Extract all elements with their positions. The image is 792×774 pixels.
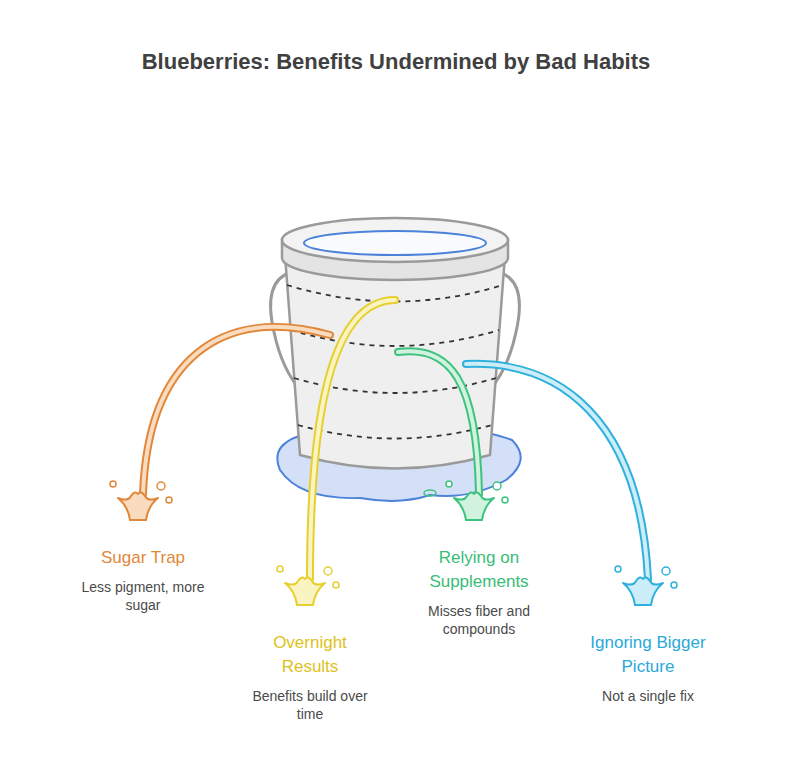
- droplet: [662, 567, 670, 575]
- droplet: [502, 497, 508, 503]
- droplet: [615, 566, 621, 572]
- droplet: [333, 582, 339, 588]
- water-level-line: [298, 425, 492, 439]
- item-heading: Overnight Results: [245, 631, 375, 679]
- item-description: Less pigment, more sugar: [76, 578, 211, 614]
- item-description: Not a single fix: [581, 687, 716, 705]
- splash-icon: [53, 470, 233, 532]
- droplet: [277, 566, 283, 572]
- leak-stream: [398, 351, 479, 494]
- splash-icon: [389, 470, 569, 532]
- leak-item: Relying on SupplementsMisses fiber and c…: [389, 470, 569, 638]
- splash: [454, 492, 494, 520]
- item-heading: Relying on Supplements: [414, 546, 544, 594]
- bucket-rim-top: [282, 218, 508, 262]
- leak-item: Overnight ResultsBenefits build over tim…: [220, 555, 400, 723]
- leak-stream: [466, 364, 648, 579]
- droplet: [324, 567, 332, 575]
- item-heading: Sugar Trap: [78, 546, 208, 570]
- leak-stream: [398, 351, 479, 494]
- leak-stream: [310, 300, 395, 579]
- ripple: [424, 490, 436, 496]
- leak-stream: [143, 327, 330, 494]
- diagram-title: Blueberries: Benefits Undermined by Bad …: [0, 48, 792, 76]
- droplet: [446, 481, 452, 487]
- item-description: Benefits build over time: [243, 687, 378, 723]
- droplet: [493, 482, 501, 490]
- splash-icon: [558, 555, 738, 617]
- splash: [285, 577, 325, 605]
- leak-stream: [466, 364, 648, 579]
- leak-item: Ignoring Bigger PictureNot a single fix: [558, 555, 738, 705]
- droplet: [671, 582, 677, 588]
- leak-stream: [310, 300, 395, 579]
- water-surface: [304, 231, 486, 255]
- leak-item: Sugar TrapLess pigment, more sugar: [53, 470, 233, 614]
- droplet: [110, 481, 116, 487]
- item-description: Misses fiber and compounds: [412, 602, 547, 638]
- splash: [118, 492, 158, 520]
- droplet: [166, 497, 172, 503]
- item-heading: Ignoring Bigger Picture: [583, 631, 713, 679]
- droplet: [157, 482, 165, 490]
- leak-stream: [143, 327, 330, 494]
- splash: [623, 577, 663, 605]
- splash-icon: [220, 555, 400, 617]
